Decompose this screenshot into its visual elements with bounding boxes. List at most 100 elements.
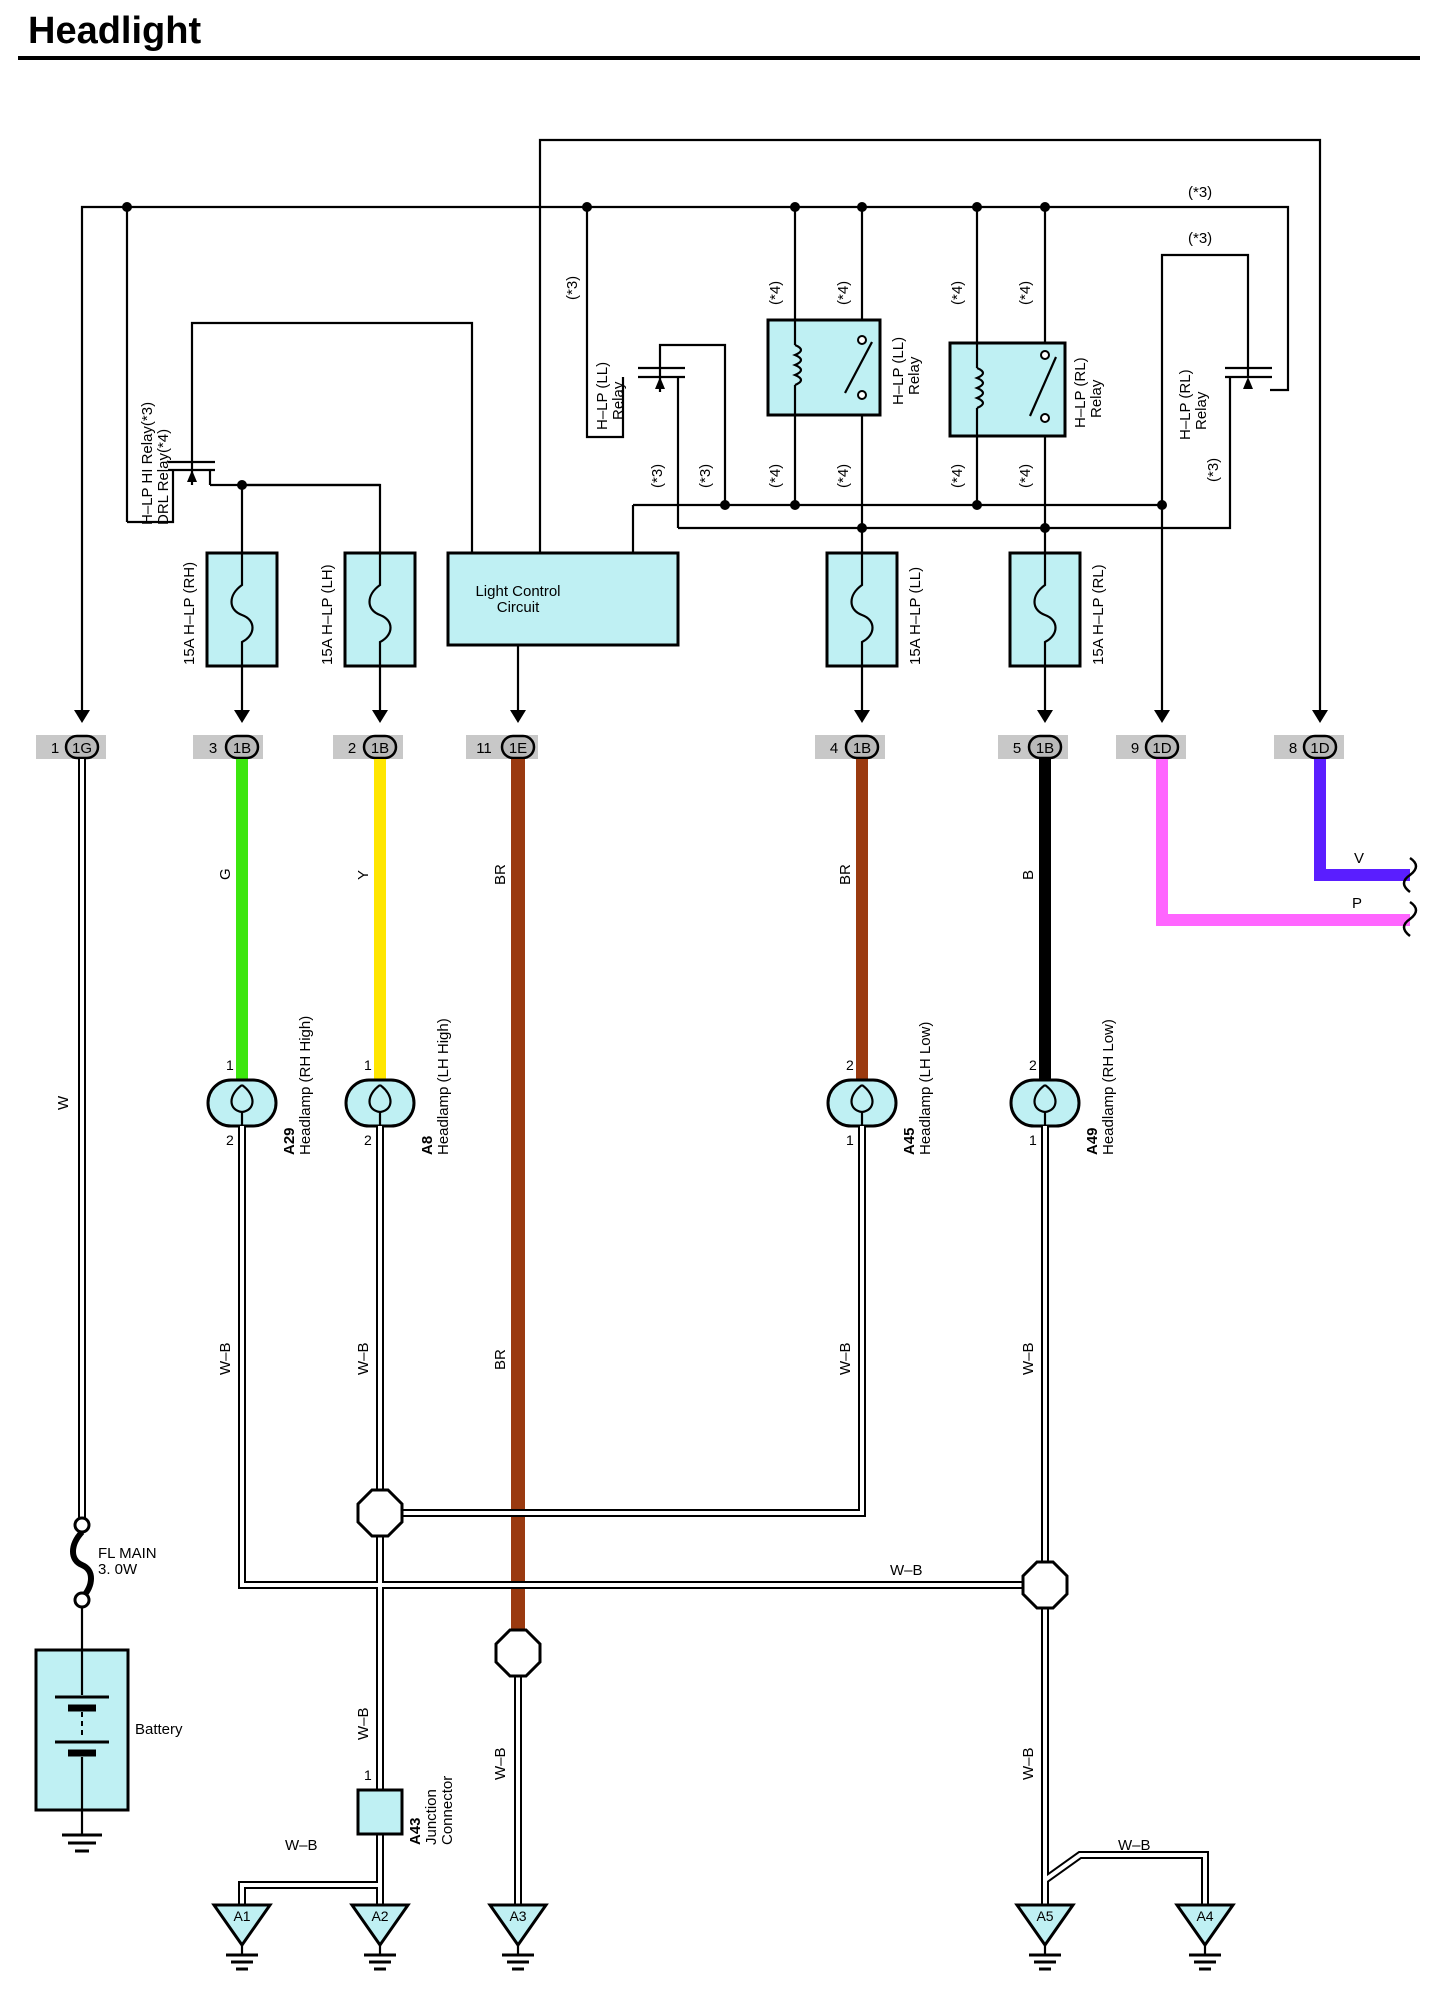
wire-label-g: G	[217, 868, 234, 880]
wire-label-wb: W–B	[492, 1747, 509, 1780]
wire-label-wb: W–B	[1118, 1837, 1151, 1854]
relay-label-ll-1: H–LP (LL)	[890, 337, 907, 405]
wire-label-br: BR	[492, 864, 509, 885]
connector-pin: 4	[830, 740, 838, 757]
headlamp-a29	[206, 1078, 278, 1128]
relay-contact-hlp-ll-left	[638, 366, 685, 392]
ground-a2	[349, 1903, 411, 1971]
connector-pin: 2	[348, 740, 356, 757]
note-4: (*4)	[1017, 281, 1034, 305]
fuse-label-ll: 15A H–LP (LL)	[907, 567, 924, 665]
headlamp-a49	[1009, 1078, 1081, 1128]
headlamp-pin: 1	[364, 1057, 372, 1073]
wire-label-wb: W–B	[355, 1707, 372, 1740]
ground-code: A2	[371, 1908, 388, 1924]
note-4: (*4)	[767, 281, 784, 305]
ground-a5	[1014, 1903, 1076, 1971]
ground-a4	[1174, 1903, 1236, 1971]
headlamp-pin: 2	[1029, 1057, 1037, 1073]
fuse-lh	[242, 483, 417, 723]
headlamp-code: A49	[1084, 1127, 1101, 1155]
note-3-top2: (*3)	[1188, 230, 1212, 247]
note-4: (*4)	[949, 281, 966, 305]
wire-label-wb: W–B	[890, 1562, 923, 1579]
relay-hlp-ll	[766, 318, 882, 417]
wire-label-wb: W–B	[355, 1342, 372, 1375]
connector-id: 1D	[1152, 740, 1171, 757]
relay-label-ll-left-1: H–LP (LL)	[594, 362, 611, 430]
relay-label-drl: DRL Relay(*4)	[155, 429, 172, 525]
wire-label-wb: W–B	[217, 1342, 234, 1375]
connector-id: 1B	[371, 740, 389, 757]
ground-code: A5	[1036, 1908, 1053, 1924]
wire-label-br: BR	[837, 864, 854, 885]
junction-label-1: Junction	[423, 1789, 440, 1845]
connector-id: 1D	[1310, 740, 1329, 757]
wire-label-br: BR	[492, 1349, 509, 1370]
headlamp-pin: 2	[364, 1132, 372, 1148]
junction-code: A43	[407, 1817, 424, 1845]
headlamp-code: A8	[419, 1136, 436, 1155]
connector-pin: 1	[51, 740, 59, 757]
light-control-label-1: Light Control	[475, 583, 560, 600]
headlamp-name: Headlamp (LH High)	[435, 1018, 452, 1155]
junction-connector-a43	[356, 1788, 404, 1836]
relay-label-ll-left-2: Relay	[610, 381, 627, 420]
arrow-1d-9	[1154, 710, 1170, 723]
note-4: (*4)	[949, 464, 966, 488]
junction-pin: 1	[364, 1767, 372, 1783]
wire-label-w: W	[55, 1095, 72, 1110]
ground-a3	[487, 1903, 549, 1971]
headlamp-code: A29	[281, 1127, 298, 1155]
colored-wires	[236, 759, 1418, 1630]
relay-label-rl-right-1: H–LP (RL)	[1177, 369, 1194, 440]
relay-hlp-rl	[948, 341, 1067, 438]
headlamp-name: Headlamp (LH Low)	[917, 1022, 934, 1155]
wire-label-wb: W–B	[837, 1342, 854, 1375]
ground-a1	[211, 1903, 273, 1971]
connector-id: 1B	[233, 740, 251, 757]
relay-label-ll-2: Relay	[906, 356, 923, 395]
wire-label-b: B	[1020, 870, 1037, 880]
fuse-ll	[825, 551, 899, 723]
relay-label-hi: H–LP HI Relay(*3)	[139, 402, 156, 525]
fuse-label-lh: 15A H–LP (LH)	[319, 564, 336, 665]
headlamp-a8	[344, 1078, 416, 1128]
relay-contact-hlp-rl-right	[1225, 366, 1272, 389]
note-3: (*3)	[1205, 458, 1222, 482]
battery-label: Battery	[135, 1721, 183, 1738]
headlamp-pin: 2	[846, 1057, 854, 1073]
wire-label-wb: W–B	[1020, 1342, 1037, 1375]
arrow-1g	[74, 710, 90, 723]
junction-label-2: Connector	[439, 1776, 456, 1845]
fusible-link-label-1: FL MAIN	[98, 1545, 157, 1562]
wire-label-wb: W–B	[285, 1837, 318, 1854]
fuse-rh	[205, 485, 279, 723]
connector-id: 1B	[853, 740, 871, 757]
light-control-label-2: Circuit	[497, 599, 540, 616]
ground-code: A1	[233, 1908, 250, 1924]
relay-label-rl-1: H–LP (RL)	[1072, 357, 1089, 428]
connector-pin: 5	[1013, 740, 1021, 757]
relay-label-rl-2: Relay	[1088, 379, 1105, 418]
note-4: (*4)	[835, 281, 852, 305]
note-3: (*3)	[649, 464, 666, 488]
wire-label-y: Y	[355, 870, 372, 880]
arrow-1d-8	[1312, 710, 1328, 723]
connector-id: 1E	[509, 740, 527, 757]
note-4: (*4)	[835, 464, 852, 488]
ground-code: A3	[509, 1908, 526, 1924]
fuse-rl	[1008, 551, 1082, 723]
splice-nodes	[356, 1488, 1069, 1678]
battery-icon	[34, 1648, 130, 1835]
note-3-ll: (*3)	[564, 276, 581, 300]
note-4: (*4)	[767, 464, 784, 488]
headlamp-name: Headlamp (RH High)	[297, 1016, 314, 1155]
headlamp-pin: 1	[1029, 1132, 1037, 1148]
headlamp-name: Headlamp (RH Low)	[1100, 1019, 1117, 1155]
light-control-circuit	[446, 551, 680, 723]
fuse-label-rh: 15A H–LP (RH)	[181, 562, 198, 665]
headlamp-pin: 1	[226, 1057, 234, 1073]
wire-label-wb: W–B	[1020, 1747, 1037, 1780]
